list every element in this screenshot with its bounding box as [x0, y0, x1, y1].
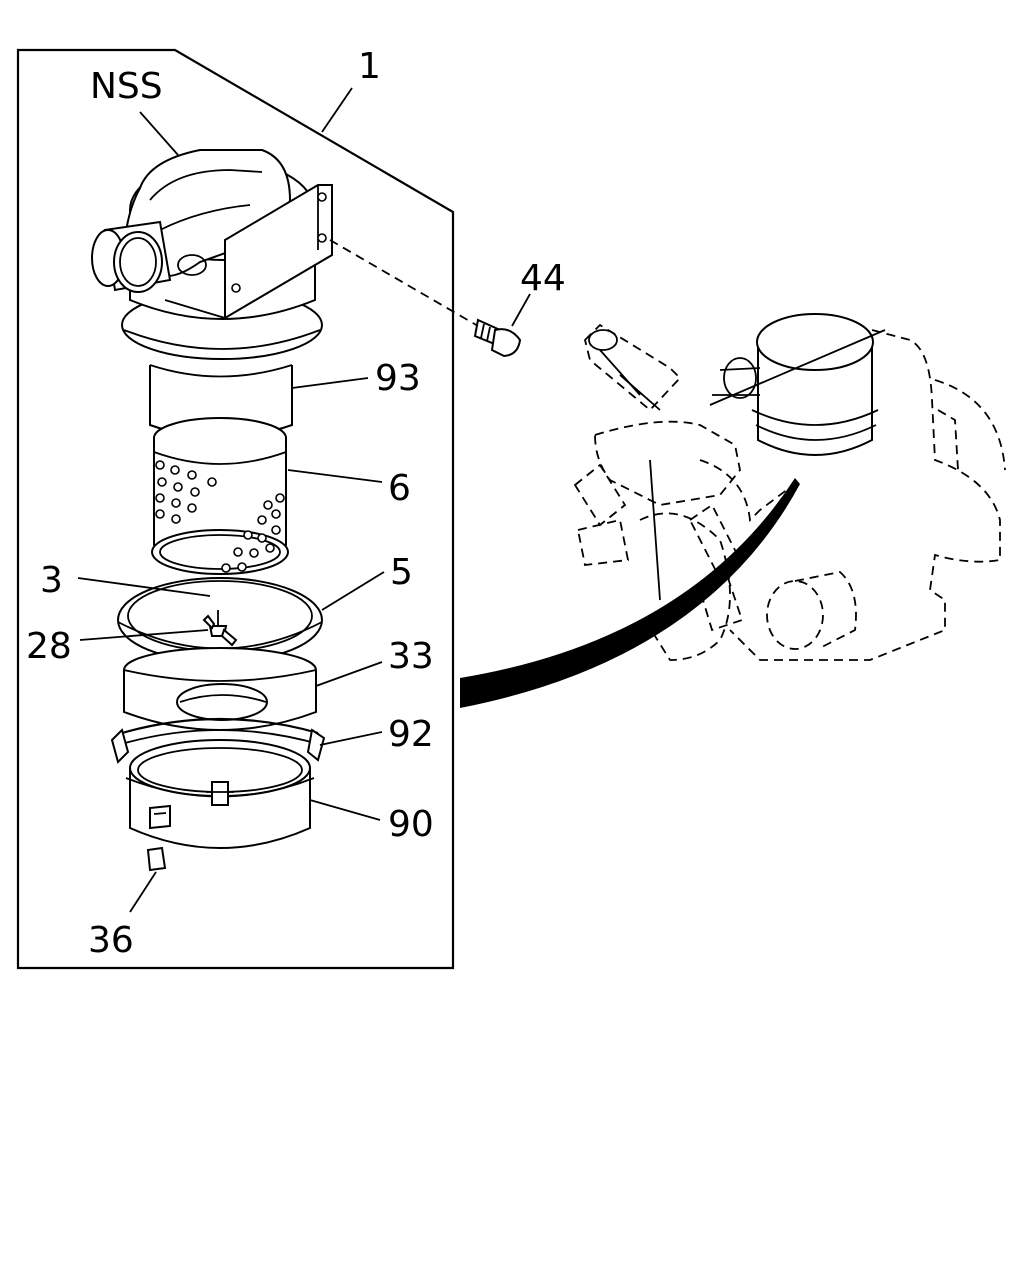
assembly-frame: [16, 48, 455, 970]
callout-33: 33: [388, 636, 434, 677]
callout-labels: 1 NSS 44 93 6 3 5 28 33 92 90 36: [26, 46, 566, 961]
wing-nut-28: [202, 610, 238, 647]
callout-90: 90: [388, 804, 434, 845]
leader-lines: [77, 87, 531, 913]
callout-93: 93: [375, 358, 421, 399]
perforation-holes: [155, 460, 285, 573]
callout-92: 92: [388, 714, 434, 755]
callout-nss: NSS: [90, 66, 163, 107]
inner-element-6: [151, 417, 289, 575]
upper-housing: [91, 149, 333, 360]
clamp-92: [110, 717, 326, 764]
dust-cup-90: [125, 739, 315, 849]
callout-5: 5: [390, 552, 413, 593]
callout-1: 1: [358, 46, 381, 87]
callout-3: 3: [40, 560, 63, 601]
bolt-44: [329, 239, 522, 358]
engine-illustration: [573, 313, 1006, 661]
callout-44: 44: [520, 258, 566, 299]
connector-swoosh: [460, 478, 800, 708]
valve-36: [146, 846, 167, 872]
callout-36: 36: [88, 920, 134, 961]
callout-28: 28: [26, 626, 72, 667]
baffle-33: [123, 647, 317, 731]
callout-6: 6: [388, 468, 411, 509]
